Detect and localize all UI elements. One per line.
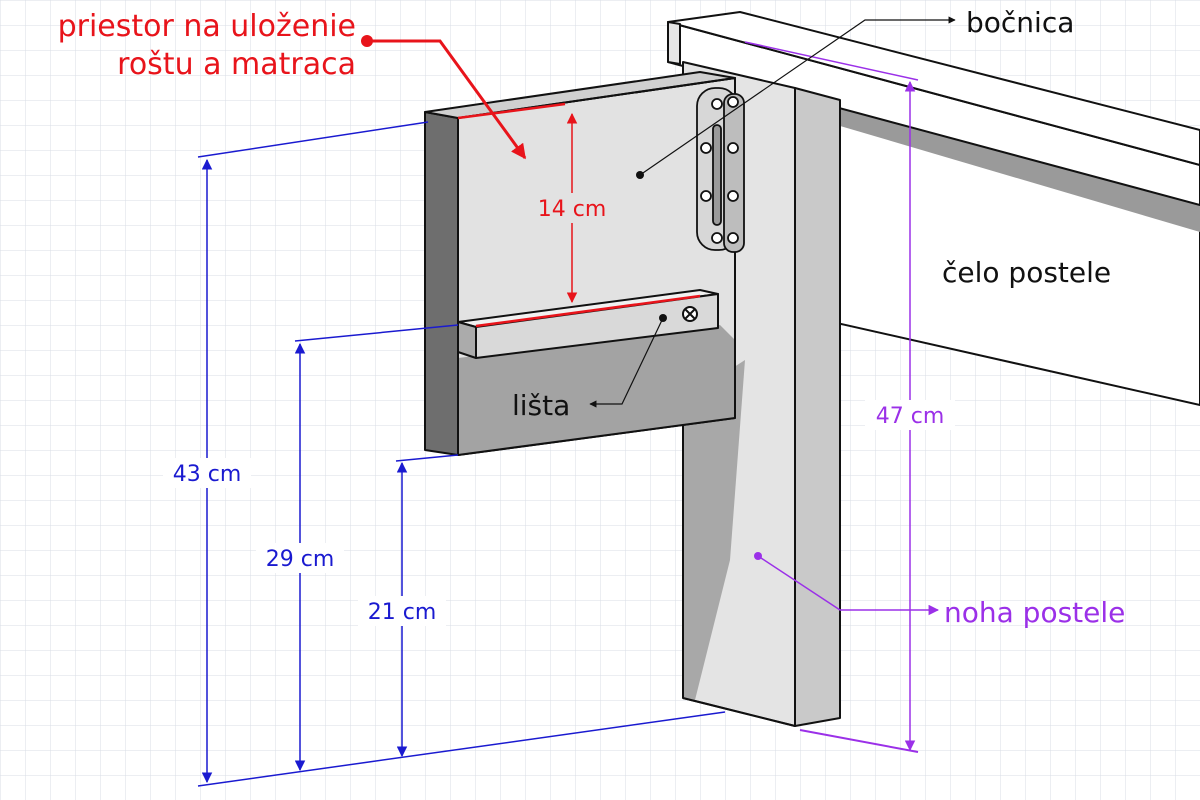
space-top-edge-highlight — [457, 102, 566, 120]
space-ledge-highlight — [475, 294, 701, 328]
dimension-21-extension — [395, 454, 459, 462]
dimension-47-label-bg — [865, 400, 955, 430]
dimension-47-label: 47 cm — [876, 404, 945, 429]
dimension-47-extension — [744, 41, 919, 81]
black-pointers — [589, 16, 956, 408]
dimension-14-label-bg — [527, 193, 617, 223]
lista-label: lišta — [512, 389, 570, 422]
side-rail — [424, 71, 736, 456]
space-pointer-arrow — [367, 39, 527, 160]
floor-baseline — [197, 711, 726, 787]
dimension-47-base — [799, 729, 919, 753]
dimension-21-label: 21 cm — [368, 600, 437, 625]
leg-pointer-dot — [754, 552, 762, 560]
lista-pointer — [589, 317, 664, 408]
dimension-29-label: 29 cm — [266, 547, 335, 572]
bocnica-pointer — [639, 16, 956, 176]
lista-pointer-dot — [659, 314, 667, 322]
dimension-43-label-bg — [163, 458, 251, 488]
headboard — [667, 11, 1200, 406]
ledge-strip — [457, 289, 719, 359]
bocnica-label: bočnica — [966, 6, 1074, 39]
dimension-29-label-bg — [256, 543, 344, 573]
noha-postele-label: noha postele — [944, 596, 1125, 629]
space-label-line1: priestor na uloženie — [58, 9, 356, 44]
hinge-bracket-icon — [696, 87, 745, 253]
dimension-43-label: 43 cm — [173, 462, 242, 487]
dimension-43-extension — [197, 121, 429, 158]
space-label-line2: roštu a matraca — [117, 47, 356, 82]
dimension-21-label-bg — [358, 596, 446, 626]
celo-postele-label: čelo postele — [942, 256, 1111, 289]
dimension-29-extension — [294, 324, 459, 342]
ledge-screw-icon — [682, 306, 698, 322]
bocnica-pointer-dot — [636, 171, 644, 179]
leg-pointer — [757, 555, 940, 616]
dimension-14-label: 14 cm — [538, 197, 607, 222]
